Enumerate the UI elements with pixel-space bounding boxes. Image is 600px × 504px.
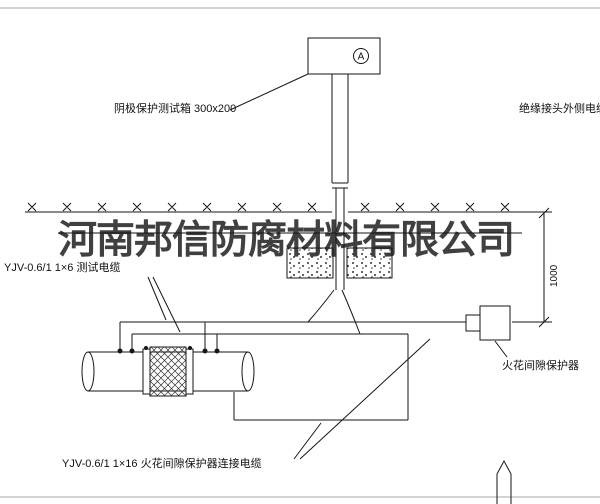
cable-terminal [117,348,123,354]
spark-cable-leaders [293,338,431,460]
test-box-leader-line [229,73,309,111]
spark-gap-cable-loop [233,334,409,421]
label-test-box: 阴极保护测试箱 300x200 [114,103,237,115]
flange-bolt [188,346,192,350]
cable-runs [117,289,466,421]
pipe-end-cap-right [241,351,255,392]
pipe-break-symbol [496,459,512,504]
label-test-cable: YJV-0.6/1 1×6 测试电缆 [4,262,121,274]
test-box: A [307,37,381,75]
cable-terminal [202,348,208,354]
joint-flange-right [185,348,194,395]
concrete-blocks [286,247,393,279]
pipe-end-cap-left [81,351,95,392]
test-cable-right [341,289,361,335]
leader-lines [147,276,508,460]
protector-body [479,305,511,341]
spark-gap-protector [465,305,511,341]
dimension-text-1000: 1000 [549,264,560,287]
cable-drops [119,322,218,351]
meter-symbol: A [358,52,365,63]
conduit-riser [331,74,349,290]
dimension-ticks [538,207,550,328]
conduit-coupling [332,182,348,189]
ground-line [25,202,552,234]
test-cable-leaders [147,276,181,333]
meter-circle [353,48,369,64]
ground-hatch-marks [27,202,510,212]
test-cable-left [307,289,335,323]
spark-gap-leader [494,340,508,358]
protector-stem [465,314,481,332]
drawing-frame [0,7,600,498]
cable-terminal [129,348,135,354]
label-spark-gap-cable: YJV-0.6/1 1×16 火花间隙保护器连接电缆 [62,458,262,470]
pipeline [81,346,255,397]
flange-bolt [144,346,148,350]
insulating-joint [149,346,187,397]
label-spark-gap: 火花间隙保护器 [502,360,579,372]
joint-flange-left [142,348,151,395]
dimension-1000 [512,207,552,328]
label-outer-cable: 绝缘接头外侧电缆 [519,103,600,115]
cable-terminal [214,348,220,354]
